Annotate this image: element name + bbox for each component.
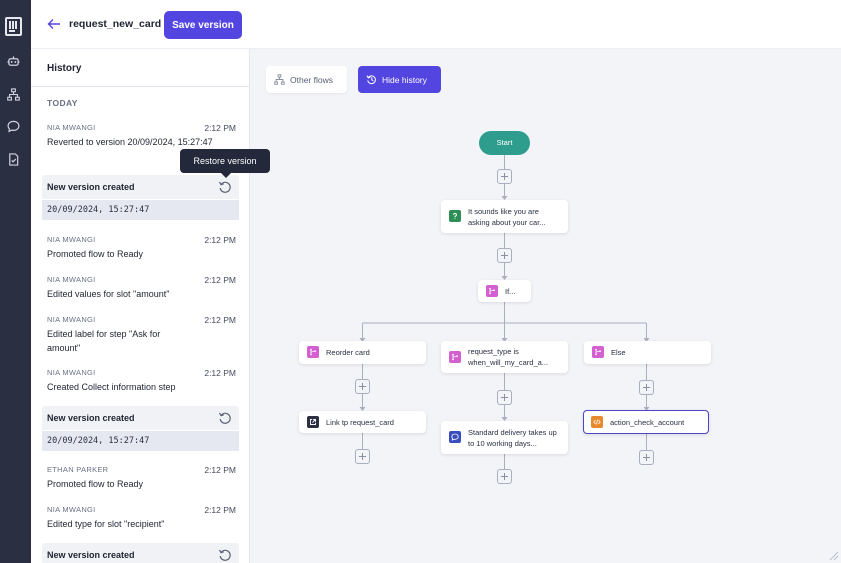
add-step-button[interactable] xyxy=(497,469,512,484)
history-entry[interactable]: NIA MWANGI 2:12 PM Reverted to version 2… xyxy=(31,123,249,163)
entry-description: Promoted flow to Ready xyxy=(47,249,144,259)
entry-author: NIA MWANGI xyxy=(47,235,96,244)
entry-author: NIA MWANGI xyxy=(47,505,96,514)
entry-time: 2:12 PM xyxy=(204,123,236,133)
app-logo-icon[interactable] xyxy=(5,17,22,36)
history-entry[interactable]: NIA MWANGI 2:12 PM Promoted flow to Read… xyxy=(31,235,249,265)
entry-author: NIA MWANGI xyxy=(47,275,96,284)
entry-author: NIA MWANGI xyxy=(47,123,96,132)
flows-icon[interactable] xyxy=(6,87,20,101)
node-text: action_check_account xyxy=(610,418,685,427)
restore-icon[interactable] xyxy=(218,180,232,194)
history-icon xyxy=(366,75,376,85)
entry-author: NIA MWANGI xyxy=(47,368,96,377)
version-block[interactable]: New version created 20/09/2024, 15:27:47 xyxy=(42,406,239,452)
version-header: New version created xyxy=(42,175,239,199)
add-step-button[interactable] xyxy=(639,380,654,395)
entry-time: 2:12 PM xyxy=(204,315,236,325)
branch-icon xyxy=(449,351,461,363)
version-header: New version created xyxy=(42,543,239,563)
app-rail xyxy=(0,0,31,563)
history-panel: History TODAY NIA MWANGI 2:12 PM Reverte… xyxy=(31,49,250,563)
entry-description: Edited values for slot "amount" xyxy=(47,289,170,299)
section-label-today: TODAY xyxy=(47,98,78,108)
flow-canvas[interactable]: Other flows Hide history Start It sounds… xyxy=(250,49,841,563)
hide-history-button[interactable]: Hide history xyxy=(358,66,441,93)
link-node[interactable]: Link tp request_card xyxy=(299,411,426,433)
other-flows-button[interactable]: Other flows xyxy=(266,66,347,93)
entry-description: Edited label for step "Ask for amount" xyxy=(47,329,161,353)
back-arrow-icon[interactable] xyxy=(46,16,62,32)
connector-lines xyxy=(359,155,650,469)
resize-handle-icon[interactable] xyxy=(827,549,839,561)
restore-icon[interactable] xyxy=(218,548,232,562)
message-node[interactable]: Standard delivery takes up to 10 working… xyxy=(441,421,568,454)
restore-icon[interactable] xyxy=(218,411,232,425)
branch-icon xyxy=(486,285,498,297)
node-text: It sounds like you are asking about your… xyxy=(468,207,546,227)
entry-author: NIA MWANGI xyxy=(47,315,96,324)
version-label: New version created xyxy=(47,182,135,192)
branch-node-request-type[interactable]: request_type is when_will_my_card_a... xyxy=(441,341,568,373)
version-date: 20/09/2024, 15:27:47 xyxy=(42,431,239,451)
node-text: Else xyxy=(611,348,626,357)
question-icon xyxy=(449,210,461,222)
version-date: 20/09/2024, 15:27:47 xyxy=(42,200,239,220)
flows-icon xyxy=(274,74,285,85)
entry-time: 2:12 PM xyxy=(204,505,236,515)
add-step-button[interactable] xyxy=(355,449,370,464)
chat-icon[interactable] xyxy=(6,119,20,133)
top-header: request_new_card Save version xyxy=(31,0,841,49)
chat-bubble-icon xyxy=(449,431,461,443)
entry-author: ETHAN PARKER xyxy=(47,465,109,474)
node-text: Link tp request_card xyxy=(326,418,394,427)
history-entry[interactable]: NIA MWANGI 2:12 PM Edited values for slo… xyxy=(31,275,249,305)
entry-time: 2:12 PM xyxy=(204,465,236,475)
add-step-button[interactable] xyxy=(639,450,654,465)
start-node[interactable]: Start xyxy=(479,131,530,155)
version-label: New version created xyxy=(47,550,135,560)
link-icon xyxy=(307,416,319,428)
entry-description: Promoted flow to Ready xyxy=(47,479,144,489)
code-icon xyxy=(591,416,603,428)
version-label: New version created xyxy=(47,413,135,423)
node-text: Reorder card xyxy=(326,348,370,357)
action-node-selected[interactable]: action_check_account xyxy=(583,410,709,434)
history-entry[interactable]: ETHAN PARKER 2:12 PM Promoted flow to Re… xyxy=(31,465,249,495)
branch-icon xyxy=(592,346,604,358)
bot-icon[interactable] xyxy=(6,54,20,68)
divider xyxy=(31,86,249,87)
node-text: If... xyxy=(505,287,516,296)
branch-node-reorder[interactable]: Reorder card xyxy=(299,341,426,364)
other-flows-label: Other flows xyxy=(290,74,333,85)
history-title: History xyxy=(47,63,82,74)
history-entry[interactable]: NIA MWANGI 2:12 PM Created Collect infor… xyxy=(31,368,249,398)
node-text: request_type is when_will_my_card_a... xyxy=(468,347,549,367)
add-step-button[interactable] xyxy=(355,379,370,394)
restore-version-tooltip: Restore version xyxy=(180,149,270,178)
version-block[interactable]: New version created 20/09/2024, 15:27:47 xyxy=(42,175,239,221)
if-node[interactable]: If... xyxy=(478,280,531,302)
history-entry[interactable]: NIA MWANGI 2:12 PM Edited type for slot … xyxy=(31,505,249,535)
document-icon[interactable] xyxy=(6,152,20,166)
entry-time: 2:12 PM xyxy=(204,235,236,245)
entry-description: Edited type for slot "recipient" xyxy=(47,519,165,529)
add-step-button[interactable] xyxy=(497,390,512,405)
flow-name: request_new_card xyxy=(69,18,162,30)
history-entry[interactable]: NIA MWANGI 2:12 PM Edited label for step… xyxy=(31,315,249,359)
node-text: Standard delivery takes up to 10 working… xyxy=(468,428,557,448)
entry-time: 2:12 PM xyxy=(204,368,236,378)
branch-icon xyxy=(307,346,319,358)
version-header: New version created xyxy=(42,406,239,430)
save-version-button[interactable]: Save version xyxy=(164,11,242,39)
entry-time: 2:12 PM xyxy=(204,275,236,285)
message-node[interactable]: It sounds like you are asking about your… xyxy=(441,200,568,233)
hide-history-label: Hide history xyxy=(382,74,427,85)
entry-description: Created Collect information step xyxy=(47,382,176,392)
entry-description: Reverted to version 20/09/2024, 15:27:47 xyxy=(47,137,213,147)
version-block[interactable]: New version created xyxy=(42,543,239,563)
add-step-button[interactable] xyxy=(497,169,512,184)
add-step-button[interactable] xyxy=(497,248,512,263)
branch-node-else[interactable]: Else xyxy=(584,341,711,364)
